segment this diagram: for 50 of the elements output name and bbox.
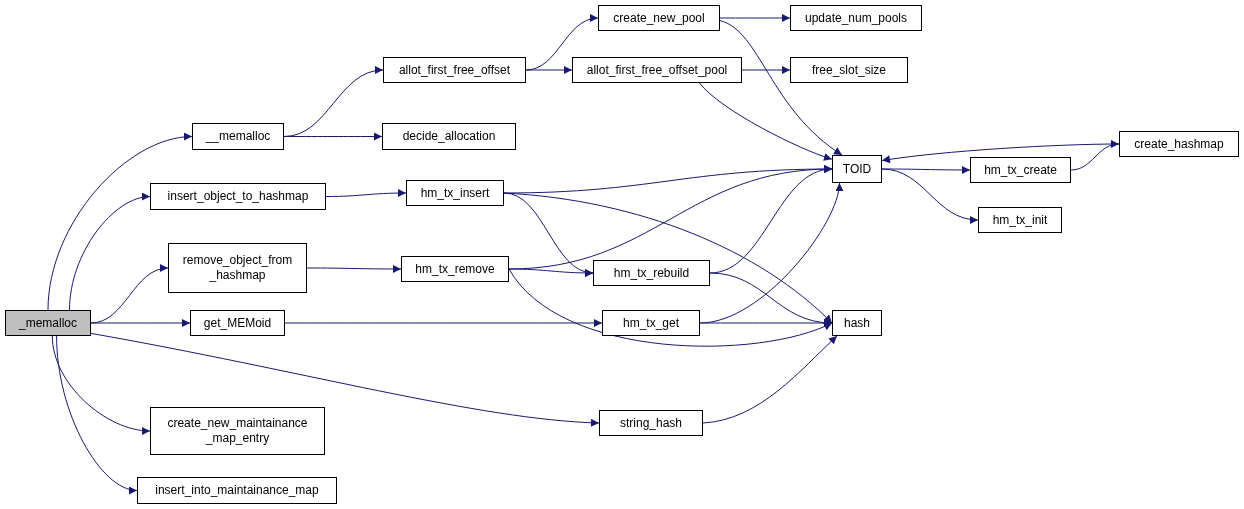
function-box: allot_first_free_offset [383, 57, 526, 83]
arrow [69, 193, 151, 311]
arrow [47, 133, 193, 311]
function-box: hm_tx_create [970, 157, 1071, 183]
arrow [719, 20, 843, 156]
arrow [508, 268, 594, 277]
function-box: hm_tx_get [602, 310, 700, 336]
arrow [90, 332, 600, 427]
arrow [525, 15, 599, 71]
arrow [503, 192, 833, 324]
function-box: create_new_maintainance _map_entry [150, 407, 325, 455]
function-box: hash [832, 310, 882, 336]
function-box: insert_object_to_hashmap [150, 183, 326, 210]
arrow [306, 265, 402, 273]
arrow [525, 66, 573, 74]
function-box: hm_tx_rebuild [593, 260, 710, 286]
function-box: free_slot_size [790, 57, 908, 83]
function-box: allot_first_free_offset_pool [572, 57, 742, 83]
function-box: remove_object_from _hashmap [168, 243, 307, 293]
arrow [881, 143, 1120, 164]
function-box: string_hash [599, 410, 703, 436]
function-box: hm_tx_init [978, 207, 1062, 233]
arrow [325, 189, 407, 198]
function-box: hm_tx_remove [401, 256, 509, 282]
function-box: TOID [832, 155, 882, 183]
function-box: get_MEMoid [190, 310, 285, 336]
arrow [699, 82, 833, 161]
arrow [90, 319, 191, 327]
function-box: hm_tx_insert [406, 180, 504, 206]
arrow [719, 14, 791, 22]
arrow [283, 132, 383, 141]
arrow [702, 335, 838, 424]
function-box: __memalloc [192, 123, 284, 150]
arrow [699, 319, 833, 327]
arrow [508, 268, 833, 347]
function-box: create_hashmap [1119, 131, 1239, 157]
arrow [709, 166, 833, 274]
arrow [90, 265, 169, 324]
arrow [741, 66, 791, 74]
arrow [1070, 140, 1120, 171]
arrow [51, 335, 151, 435]
function-box: create_new_pool [598, 5, 720, 31]
function-box: decide_allocation [382, 123, 516, 150]
arrow [56, 335, 138, 494]
function-box: update_num_pools [790, 5, 922, 31]
arrow [699, 182, 843, 324]
function-box: insert_into_maintainance_map [137, 477, 337, 504]
arrow [881, 168, 979, 224]
arrow [284, 319, 603, 327]
function-box: _memalloc [5, 310, 91, 336]
